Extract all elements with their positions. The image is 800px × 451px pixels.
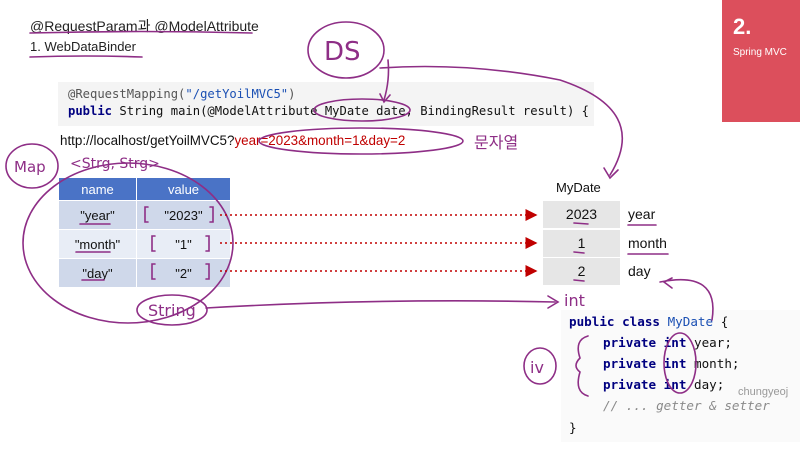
map-label: Map [14, 158, 46, 176]
title-underline [29, 30, 253, 34]
field-modifier: private int [603, 335, 687, 350]
field-line: private int year; [603, 335, 732, 350]
mydate-field-name: day [628, 263, 651, 279]
value-tick [573, 251, 585, 254]
slide-title: @RequestParam과 @ModelAttribute [30, 18, 259, 34]
table-row: "month" "1" [58, 229, 231, 259]
table-row: "year" "2023" [58, 200, 231, 230]
bracket-mark [205, 235, 210, 252]
ds-label: DS [324, 37, 361, 67]
annotation-prefix: @RequestMapping( [68, 87, 186, 101]
mydate-field-value: 2 [543, 258, 620, 285]
ds-circle [307, 21, 385, 79]
code-comment: // ... getter & setter [603, 398, 770, 413]
class-declaration-line: public class MyDate { [569, 314, 728, 329]
method-signature-line: public String main(@ModelAttribute MyDat… [68, 104, 589, 118]
query-string-circle [258, 127, 464, 155]
mydate-arrow-head [603, 167, 619, 180]
keyword-public-class: public class [569, 314, 660, 329]
param-value: "2023" [136, 200, 231, 230]
subtitle-underline [29, 55, 143, 58]
open-brace: { [720, 314, 729, 329]
bracket-mark [205, 263, 210, 280]
map-circle [5, 143, 59, 189]
string-label: String [148, 301, 196, 320]
field-name: day; [694, 377, 725, 392]
request-url: http://localhost/getYoilMVC5?year=2023&m… [60, 133, 405, 148]
generic-label: <Strg, Strg> [70, 156, 160, 172]
url-query-string: year=2023&month=1&day=2 [234, 133, 406, 148]
field-line: private int month; [603, 356, 740, 371]
iv-label: iv [530, 358, 544, 377]
iv-circle [523, 347, 557, 385]
annotation-line: @RequestMapping("/getYoilMVC5") [68, 87, 295, 101]
mydate-param-circle [313, 98, 411, 122]
class-name: MyDate [667, 314, 714, 329]
request-param-table: name value "year" "2023" "month" "1" "da… [58, 177, 231, 288]
url-base: http://localhost/getYoilMVC5? [60, 133, 235, 148]
annotation-suffix: ) [288, 87, 296, 101]
int-circle [663, 332, 697, 394]
table-circle [22, 162, 234, 324]
column-header-value: value [136, 177, 231, 201]
iv-brace [575, 335, 589, 397]
int-label: int [564, 291, 585, 310]
mydate-class-code: public class MyDate { private int year; … [561, 310, 800, 442]
value-tick [573, 279, 585, 282]
field-modifier: private int [603, 377, 687, 392]
ds-to-mydate-arrow [379, 65, 624, 176]
ds-arrow-head [379, 93, 391, 104]
column-header-name: name [58, 177, 137, 201]
keyword-public: public [68, 104, 113, 118]
close-brace: } [569, 420, 577, 435]
string-circle [136, 294, 208, 326]
string-arrow-head [547, 295, 560, 309]
field-name: month; [694, 356, 740, 371]
mapping-path: "/getYoilMVC5" [185, 87, 289, 101]
watermark: chungyeoj [738, 386, 789, 398]
section-number: 2. [733, 14, 752, 39]
mydate-field-value: 1 [543, 230, 620, 257]
section-label: Spring MVC [733, 47, 787, 58]
value-tick [573, 222, 589, 225]
param-name: "day" [58, 258, 137, 288]
bracket-mark [151, 235, 156, 252]
section-badge: 2. Spring MVC [722, 0, 800, 122]
slide-subtitle: 1. WebDataBinder [30, 39, 136, 54]
bracket-mark [144, 206, 149, 223]
field-modifier: private int [603, 356, 687, 371]
method-signature: String main(@ModelAttribute MyDate date,… [112, 104, 589, 118]
field-name: year; [694, 335, 732, 350]
string-to-int-arrow [205, 300, 556, 309]
param-name: "month" [58, 229, 137, 259]
ds-arrow-down [383, 59, 390, 101]
bracket-mark [209, 206, 214, 223]
day-curve [659, 278, 714, 321]
mydate-field-name: year [628, 206, 656, 222]
table-header: name value [58, 177, 231, 201]
request-mapping-code: @RequestMapping("/getYoilMVC5") public S… [58, 82, 594, 126]
field-line: private int day; [603, 377, 724, 392]
mydate-object-title: MyDate [556, 180, 601, 195]
mydate-field-name: month [628, 235, 667, 251]
day-arrow-head [662, 277, 673, 289]
bracket-mark [151, 263, 156, 280]
string-korean-label: 문자열 [474, 133, 518, 152]
